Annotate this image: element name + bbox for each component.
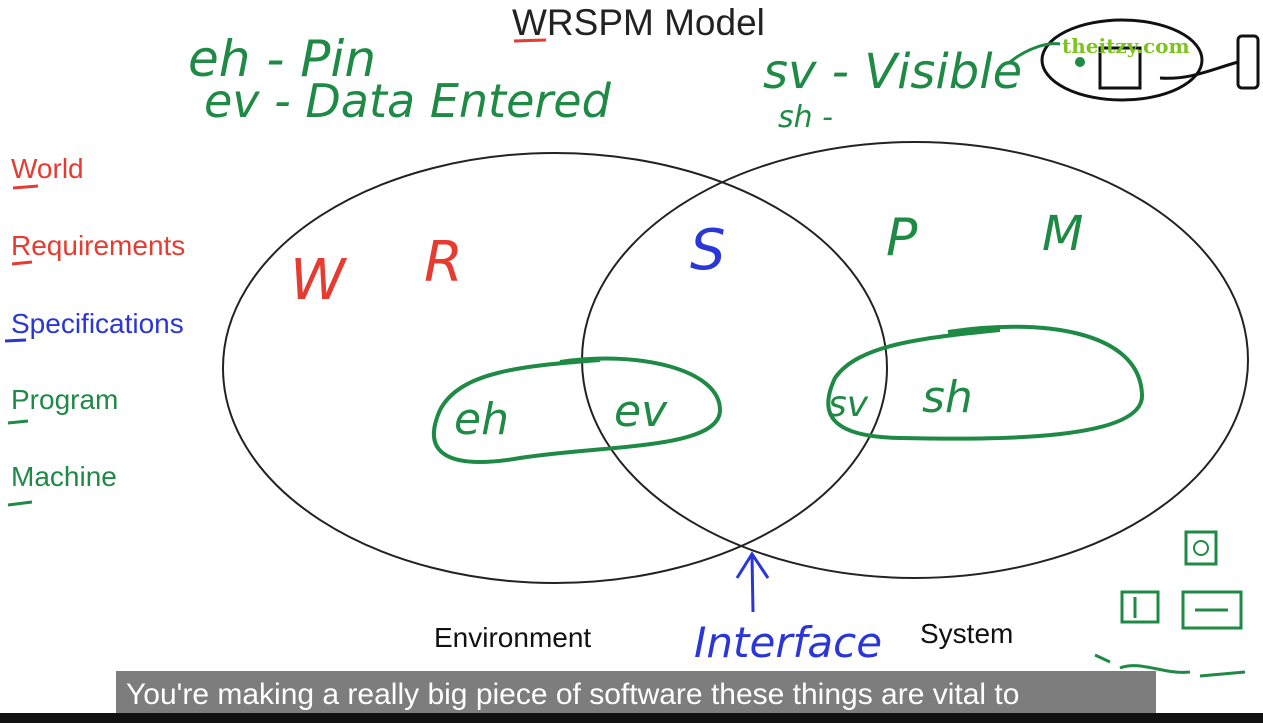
set-sh: sh <box>922 372 973 423</box>
region-s: S <box>690 218 726 283</box>
set-sv: sv <box>828 384 869 425</box>
annotation-ev-data: ev - Data Entered <box>204 74 611 128</box>
legend-requirements: Requirements <box>11 230 186 261</box>
environment-label: Environment <box>434 622 592 653</box>
environment-circle <box>222 152 888 584</box>
annotation-sv-visible: sv - Visible <box>763 44 1023 100</box>
interface-arrow <box>750 555 755 613</box>
bottom-strip <box>0 713 1263 723</box>
legend-world: World <box>11 153 84 184</box>
legend-machine: Machine <box>11 461 117 492</box>
legend-specifications: Specifications <box>11 308 184 339</box>
legend-program: Program <box>11 384 119 415</box>
diagram-title: WRSPM Model <box>512 2 765 43</box>
caption-bar <box>116 671 1156 719</box>
set-eh: eh <box>454 394 509 445</box>
system-label: System <box>920 618 1014 649</box>
region-p: P <box>886 208 918 268</box>
annotation-sh: sh - <box>778 100 834 135</box>
interface-label: Interface <box>694 618 883 667</box>
watermark-logo: theitzy.com <box>1062 34 1190 58</box>
caption-text: You're making a really big piece of soft… <box>126 678 1020 711</box>
annotation-eh-pin: eh - Pin <box>188 30 377 88</box>
system-set-loop <box>826 324 1145 441</box>
region-w: W <box>290 248 346 313</box>
set-ev: ev <box>614 386 668 437</box>
region-m: M <box>1042 206 1084 262</box>
environment-set-loop <box>432 356 723 464</box>
device-sketch <box>1040 18 1204 102</box>
region-r: R <box>424 230 463 295</box>
